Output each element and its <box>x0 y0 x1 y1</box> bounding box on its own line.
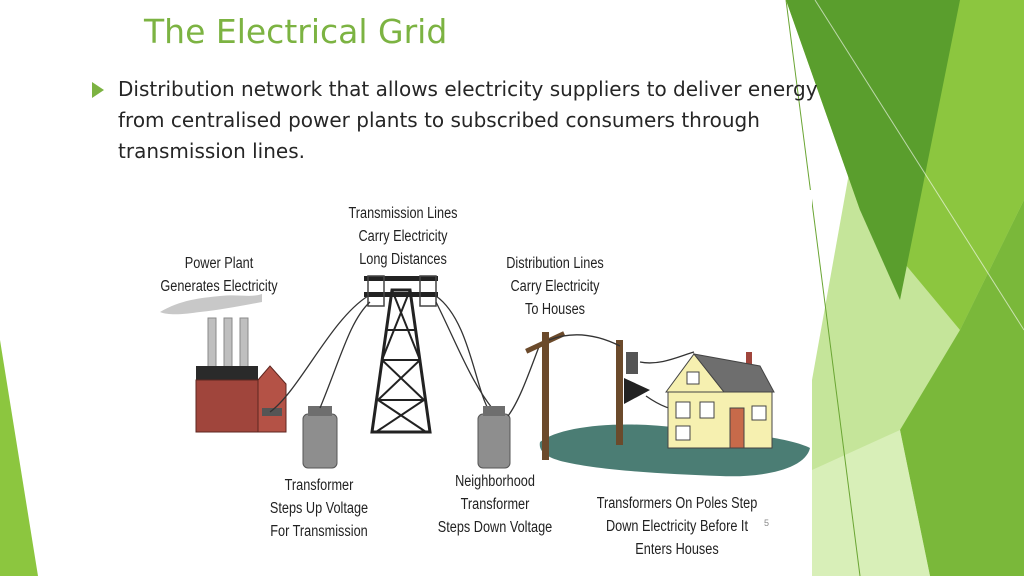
slide-title: The Electrical Grid <box>144 12 448 51</box>
label-neighborhood-transformer: Neighborhood Transformer Steps Down Volt… <box>437 473 553 536</box>
label-step-up-transformer: Transformer Steps Up Voltage For Transmi… <box>269 477 369 540</box>
deco-panel-bright <box>900 200 1024 576</box>
transformer-top <box>308 406 332 416</box>
house-attic-window <box>686 371 700 385</box>
power-line <box>319 301 371 409</box>
power-plant-building <box>195 379 259 433</box>
label-pole-transformers: Transformers On Poles Step Down Electric… <box>596 495 758 558</box>
transmission-tower <box>370 288 432 434</box>
power-line <box>435 295 491 413</box>
power-line <box>507 343 541 417</box>
utility-pole <box>616 340 623 445</box>
transformer-top <box>483 406 505 416</box>
tower-crossarm <box>364 276 438 281</box>
house-window <box>675 401 691 419</box>
plant-window <box>262 408 282 416</box>
deco-line <box>785 0 861 576</box>
power-line <box>548 334 621 347</box>
utility-pole <box>542 332 549 460</box>
step-up-transformer <box>302 413 338 469</box>
smokestack <box>239 317 249 371</box>
pole-transformer <box>626 352 638 374</box>
house-window <box>699 401 715 419</box>
bullet-arrow-icon <box>92 82 104 98</box>
label-transmission-lines: Transmission Lines Carry Electricity Lon… <box>348 205 458 268</box>
service-line <box>639 351 695 364</box>
smokestack <box>207 317 217 371</box>
house-window <box>675 425 691 441</box>
neighborhood-transformer <box>477 413 511 469</box>
house-chimney <box>746 352 752 370</box>
house-window <box>751 405 767 421</box>
bullet-text: Distribution network that allows electri… <box>118 77 818 163</box>
smokestack <box>223 317 233 371</box>
pole-attachment <box>624 378 650 404</box>
pole-crossarm <box>525 331 566 354</box>
label-power-plant: Power Plant Generates Electricity <box>160 255 278 295</box>
tower-crossarm <box>364 292 438 297</box>
deco-panel-pale <box>812 430 930 576</box>
label-distribution-lines: Distribution Lines Carry Electricity To … <box>506 255 604 318</box>
page-number: 5 <box>764 518 770 528</box>
deco-panel-left <box>0 340 38 576</box>
deco-line <box>814 0 1024 331</box>
tower-lattice <box>375 289 427 433</box>
power-line <box>435 301 493 409</box>
insulators <box>367 275 437 307</box>
power-line <box>269 295 369 413</box>
deco-panel-dark <box>786 0 960 300</box>
power-plant-roof <box>196 366 258 380</box>
smoke <box>160 294 262 315</box>
house-roof <box>692 353 775 393</box>
house-door <box>729 407 745 449</box>
